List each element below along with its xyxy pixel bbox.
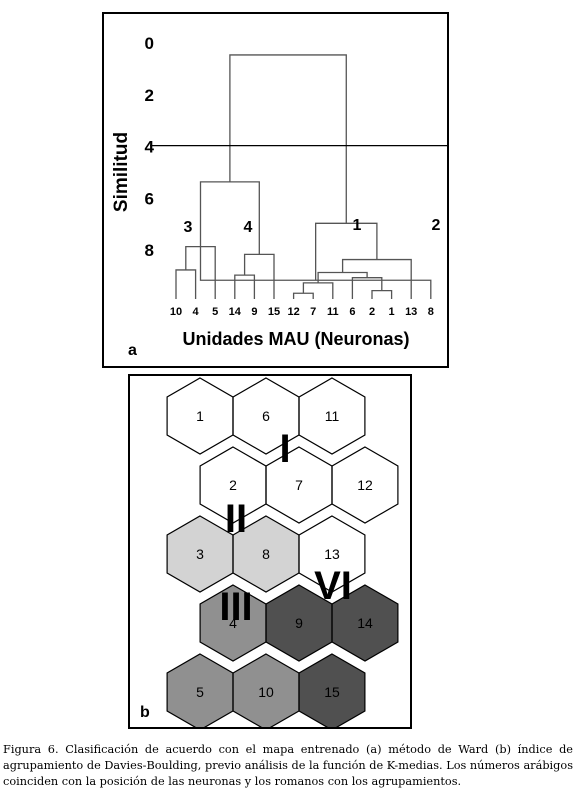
panel-letter-b: b bbox=[140, 704, 150, 721]
neuron-number: 6 bbox=[262, 408, 270, 424]
som-hex-map: 1 6 11 2 7 12 3 8 13 4 9 14 5 10 15 I II III VI bbox=[166, 377, 399, 731]
group-label-3: 3 bbox=[184, 219, 193, 236]
hex-cell: 3 bbox=[166, 515, 234, 593]
y-axis-label: Similitud bbox=[111, 132, 132, 212]
y-tick-label: 2 bbox=[145, 86, 154, 105]
leaf-label: 7 bbox=[310, 306, 316, 318]
group-label-4: 4 bbox=[244, 219, 253, 236]
neuron-number: 9 bbox=[295, 615, 303, 631]
hex-shape bbox=[298, 515, 366, 593]
leaf-label: 13 bbox=[405, 306, 417, 318]
hex-shape bbox=[331, 584, 399, 662]
cluster-label-I: I bbox=[279, 427, 290, 471]
dendrogram-link bbox=[243, 253, 275, 299]
leaf-label: 5 bbox=[212, 306, 218, 318]
neuron-number: 12 bbox=[357, 477, 373, 493]
leaf-label: 15 bbox=[268, 306, 280, 318]
hex-cell: 13 bbox=[298, 515, 366, 593]
leaf-label: 8 bbox=[428, 306, 434, 318]
neuron-number: 2 bbox=[229, 477, 237, 493]
neuron-number: 7 bbox=[295, 477, 303, 493]
hex-cell: 5 bbox=[166, 653, 234, 731]
cluster-label-VI: VI bbox=[314, 564, 352, 608]
leaf-label: 11 bbox=[327, 306, 339, 318]
leaf-label: 1 bbox=[389, 306, 395, 318]
y-tick-label: 4 bbox=[145, 138, 155, 157]
leaf-label: 6 bbox=[349, 306, 355, 318]
neuron-number: 3 bbox=[196, 546, 204, 562]
dendrogram-link bbox=[234, 274, 256, 299]
hex-cell: 15 bbox=[298, 653, 366, 731]
neuron-number: 13 bbox=[324, 546, 340, 562]
hex-cell: 11 bbox=[298, 377, 366, 455]
group-label-1: 1 bbox=[353, 217, 362, 234]
leaf-label: 2 bbox=[369, 306, 375, 318]
cluster-label-II: II bbox=[225, 497, 247, 541]
group-label-2: 2 bbox=[432, 217, 441, 234]
leaf-label: 4 bbox=[193, 306, 200, 318]
neuron-number: 15 bbox=[324, 684, 340, 700]
dendrogram-link bbox=[175, 269, 197, 299]
neuron-number: 1 bbox=[196, 408, 204, 424]
y-tick-label: 8 bbox=[145, 241, 154, 260]
y-tick-label: 0 bbox=[145, 34, 154, 53]
dendrogram-link bbox=[229, 54, 347, 224]
leaf-label: 9 bbox=[251, 306, 257, 318]
dendrogram-link bbox=[371, 289, 393, 299]
neuron-number: 10 bbox=[258, 684, 274, 700]
hex-cell: 1 bbox=[166, 377, 234, 455]
cluster-label-III: III bbox=[219, 585, 252, 629]
panel-letter-a: a bbox=[128, 342, 137, 359]
hex-cell: 14 bbox=[331, 584, 399, 662]
leaf-label: 12 bbox=[287, 306, 299, 318]
neuron-number: 14 bbox=[357, 615, 373, 631]
neuron-number: 8 bbox=[262, 546, 270, 562]
hex-shape bbox=[298, 377, 366, 455]
neuron-number: 11 bbox=[325, 408, 340, 424]
leaf-label: 10 bbox=[170, 306, 182, 318]
hex-cell: 12 bbox=[331, 446, 399, 524]
leaf-label: 14 bbox=[229, 306, 242, 318]
som-map-panel: 1 6 11 2 7 12 3 8 13 4 9 14 5 10 15 I II III VI b bbox=[128, 374, 412, 731]
figure-caption: Figura 6. Clasificación de acuerdo con e… bbox=[3, 743, 573, 788]
dendrogram-link bbox=[292, 292, 314, 299]
x-axis-label: Unidades MAU (Neuronas) bbox=[182, 329, 409, 349]
y-tick-label: 6 bbox=[145, 189, 154, 208]
hex-cell: 10 bbox=[232, 653, 300, 731]
neuron-number: 5 bbox=[196, 684, 204, 700]
dendrogram-link bbox=[302, 282, 334, 299]
hex-cell: 7 bbox=[265, 446, 333, 524]
hex-shape bbox=[331, 446, 399, 524]
dendrogram-link bbox=[315, 222, 378, 281]
neuron-number: 4 bbox=[229, 615, 237, 631]
